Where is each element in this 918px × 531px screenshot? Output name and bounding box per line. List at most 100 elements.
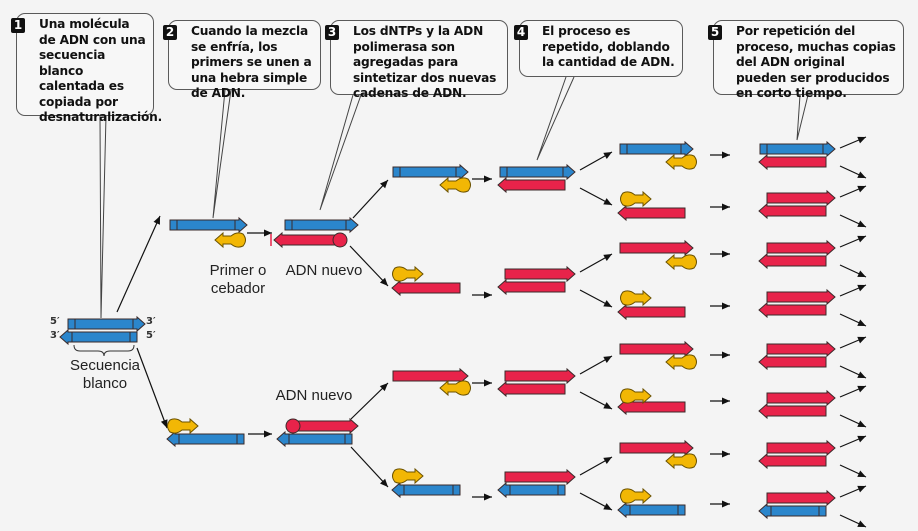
cycle3-anneal-row-3-strand-body [619, 239, 694, 257]
cycle2-anneal-row-4-strand-body [391, 481, 461, 499]
cycle2-anneal-row-1-primer [439, 176, 471, 194]
cycle2-ext-row-4-bottom-body [497, 481, 566, 499]
target-sequence-label: Secuencia blanco [69, 357, 141, 392]
initial-reverse-strand-body [59, 328, 138, 346]
product-row-1-top [759, 140, 836, 158]
arrow-cycle2-ext-row-1-down [579, 187, 613, 206]
cycle3-anneal-row-7-strand-body [619, 439, 694, 457]
arrow-product-row-4-down [839, 313, 867, 327]
arrow-product-row-5-up [839, 336, 867, 349]
initial-forward-strand [67, 315, 146, 333]
cycle3-anneal-row-1-strand-body [619, 140, 694, 158]
arrow-cycle2-ext-row-2-down [579, 289, 613, 308]
cycle3-anneal-row-5-primer-shape [665, 353, 697, 371]
step-3-number: 3 [325, 25, 339, 40]
arrow-anneal-extend-top-head [264, 229, 272, 237]
product-row-5-bottom-body [758, 353, 827, 371]
arrow-cycle2-ext-row-3-up [579, 355, 613, 375]
arrow-product-row-6-down-head [857, 420, 866, 427]
extension-bottom-template [276, 430, 353, 448]
cycle2-anneal-row-3-strand-body [392, 367, 469, 385]
product-row-3-top [766, 239, 836, 257]
arrow-cycle2-ext-row-4-up [579, 456, 613, 476]
cycle2-anneal-row-3-primer [439, 379, 471, 397]
cycle2-ext-row-3-top-body [504, 367, 576, 385]
product-row-1-bottom-body [758, 153, 827, 171]
arrow-ext-top-up [352, 179, 389, 219]
arrow-product-row-3-up-head [857, 235, 866, 243]
annealing-top-template [169, 216, 248, 234]
step-5-callout: 5 Por repetición del proceso, muchas cop… [708, 20, 904, 100]
step-5-pointer [796, 94, 809, 141]
product-row-7-top [766, 439, 836, 457]
arrow-cycle2-ext-row-2-up [579, 253, 613, 273]
extension-bottom-template-body [276, 430, 353, 448]
arrow-product-row-7-up-head [857, 435, 866, 443]
arrow-product-row-2-up-head [857, 185, 866, 193]
arrow-cycle2-ext-row-1-up [579, 151, 613, 171]
arrow-product-row-6-up-head [857, 385, 866, 393]
cycle2-anneal-row-2-strand-body [391, 279, 461, 297]
arrow-product-row-7-down [839, 464, 867, 478]
extension-top-new [270, 231, 348, 249]
arrow-cycle2-ext-row-1-up-head [603, 152, 612, 159]
cycle2-ext-row-3-bottom [497, 380, 566, 398]
product-row-6-bottom [758, 402, 827, 420]
step-1-number: 1 [11, 18, 25, 33]
dna-strands [59, 140, 836, 520]
product-row-7-bottom [758, 452, 827, 470]
arrow-product-row-7-down-head [857, 470, 866, 477]
arrow-product-row-1-up [839, 136, 867, 149]
arrow-cycle2-ext-row-2-down-head [603, 300, 612, 307]
step-3-callout: 3 Los dNTPs y la ADN polimerasa son agre… [325, 20, 508, 100]
cycle2-anneal-row-4-primer [392, 467, 424, 485]
product-row-3-bottom-body [758, 252, 827, 270]
cycle3-anneal-row-1-primer [665, 153, 697, 171]
arrow-cycle3-row-8-head [722, 500, 730, 508]
step-1-pointer [99, 115, 107, 319]
arrow-product-row-5-up-head [857, 336, 866, 344]
cycle2-anneal-row-2-primer [392, 265, 424, 283]
arrow-cycle3-row-7 [710, 450, 730, 458]
arrow-initial-to-bottom-line [136, 347, 168, 429]
cycle2-anneal-row-1-primer-shape [439, 176, 471, 194]
arrow-ext-bottom-down-head [379, 478, 388, 487]
annealing-bottom-template [166, 430, 245, 448]
cycle2-ext-row-2-top-body [504, 265, 576, 283]
arrow-ext-top-up-line [352, 179, 389, 219]
annealing-bottom-primer [167, 417, 199, 435]
product-row-5-top [766, 340, 836, 358]
arrow-cycle2-ext-row-1-down-head [603, 198, 612, 205]
extension-bottom-new [285, 417, 359, 435]
cycle2-ext-row-3-bottom-body [497, 380, 566, 398]
arrow-ext-top-down-line [349, 245, 389, 287]
arrow-cycle3-row-2 [710, 203, 730, 211]
cycle3-anneal-row-2-strand [617, 204, 686, 222]
step-4-callout: 4 El proceso es repetido, doblando la ca… [514, 20, 683, 77]
product-row-2-top-body [766, 189, 836, 207]
annealing-top-template-body [169, 216, 248, 234]
cycle3-anneal-row-4-primer-shape [620, 289, 652, 307]
product-row-4-top-body [766, 288, 836, 306]
cycle2-ext-row-1-top [499, 163, 576, 181]
cycle3-anneal-row-5-strand-body [619, 340, 694, 358]
arrow-product-row-8-down-head [857, 520, 866, 527]
product-row-4-bottom-body [758, 301, 827, 319]
arrow-cycle3-row-2-head [722, 203, 730, 211]
five-prime-label-top: 5′ [50, 316, 60, 327]
cycle3-anneal-row-6-primer-shape [620, 387, 652, 405]
cycle3-anneal-row-3-strand [619, 239, 694, 257]
cycle3-anneal-row-4-strand [617, 303, 686, 321]
step-3-text: Los dNTPs y la ADN polimerasa son agrega… [353, 24, 497, 100]
callout-pointers [99, 76, 809, 319]
arrow-ext-bottom-down [350, 446, 389, 488]
arrow-product-row-1-down [839, 165, 867, 179]
step-4-number: 4 [514, 25, 528, 40]
cycle3-anneal-row-5-strand [619, 340, 694, 358]
target-bracket [73, 344, 135, 357]
cycle2-ext-row-2-bottom-body [497, 278, 566, 296]
arrow-product-row-4-down-head [857, 319, 866, 326]
cycle2-ext-row-4-top-body [504, 468, 576, 486]
new-dna-label-top: ADN nuevo [285, 262, 363, 279]
product-row-6-bottom-body [758, 402, 827, 420]
